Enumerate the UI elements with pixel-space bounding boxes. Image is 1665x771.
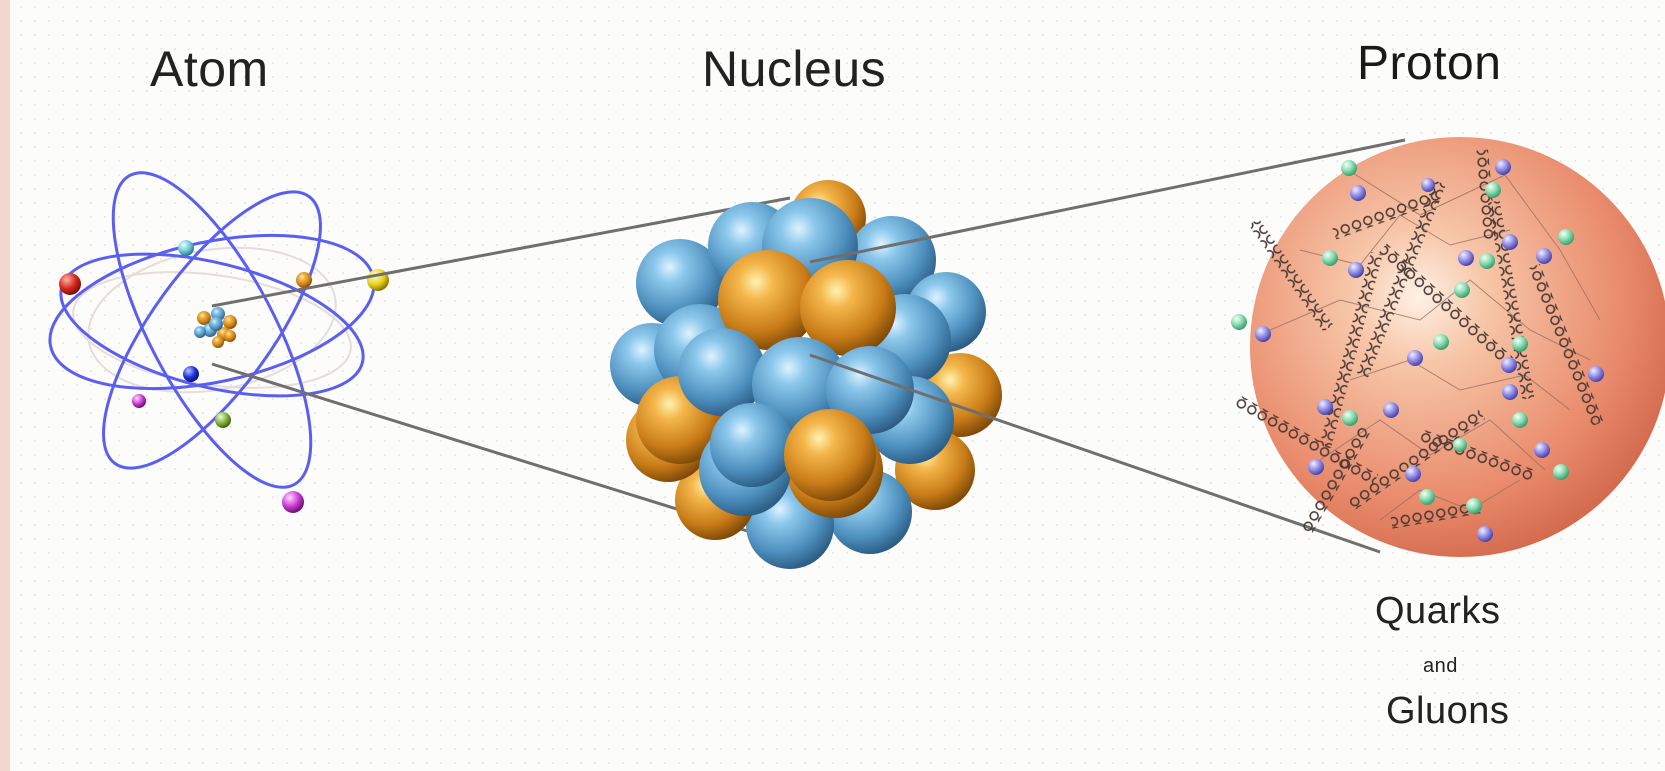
and-label: and bbox=[1423, 655, 1458, 678]
proton-sphere bbox=[1231, 137, 1665, 557]
proton-label: Proton bbox=[1357, 36, 1501, 91]
atom-label: Atom bbox=[150, 40, 269, 98]
gluons-label: Gluons bbox=[1386, 690, 1509, 733]
nucleus-sphere-cluster bbox=[610, 180, 1002, 569]
nucleus-label: Nucleus bbox=[702, 40, 886, 98]
quarks-label: Quarks bbox=[1375, 590, 1500, 633]
atom-nucleus-icon bbox=[194, 307, 237, 348]
atom-diagram bbox=[36, 146, 389, 513]
